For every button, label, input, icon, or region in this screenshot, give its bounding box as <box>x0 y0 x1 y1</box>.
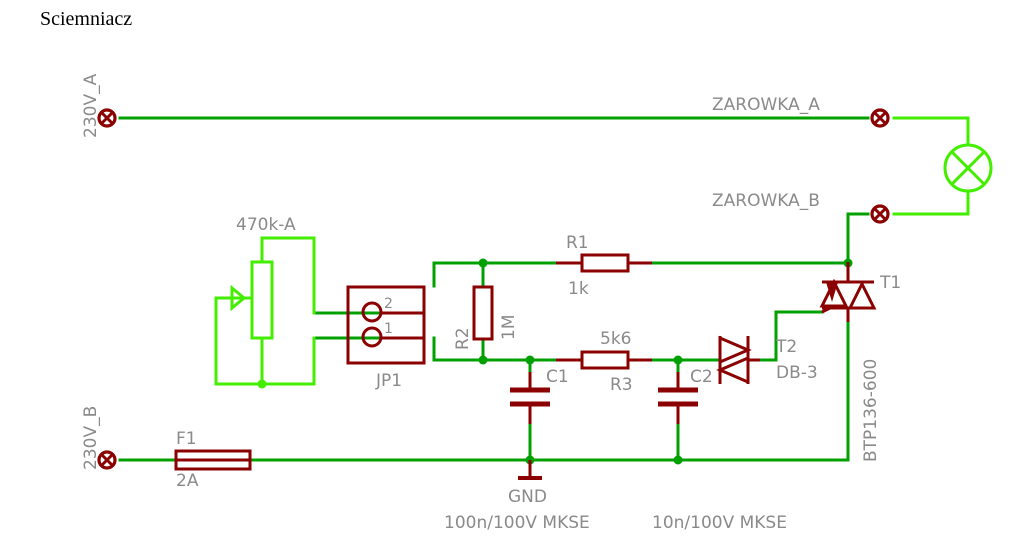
label-zarowka-a: ZAROWKA_A <box>712 95 820 115</box>
label-230v-a: 230V_A <box>81 73 101 138</box>
wire-lamp-b <box>892 189 970 216</box>
label-t1-name: T1 <box>879 273 901 293</box>
pin-zarowka-a <box>870 108 890 128</box>
label-t2-name: T2 <box>775 337 797 357</box>
label-c1-name: C1 <box>546 367 569 387</box>
labels: 230V_A 230V_B ZAROWKA_A ZAROWKA_B 470k-A… <box>81 73 901 533</box>
pin-230v-b <box>97 450 117 470</box>
label-c2-name: C2 <box>690 367 713 387</box>
resistor-r3 <box>556 350 652 370</box>
wire-pot-wiper <box>214 296 264 386</box>
junction-dot <box>525 355 535 365</box>
label-r2-value: 1M <box>499 315 519 340</box>
label-pot: 470k-A <box>236 215 296 235</box>
wire-lamp-a <box>892 116 970 147</box>
fuse-f1 <box>174 449 252 471</box>
capacitor-c1 <box>510 372 550 424</box>
label-r1-name: R1 <box>566 233 589 253</box>
wire-pot-top <box>260 236 316 315</box>
label-jp1-name: JP1 <box>375 371 402 391</box>
pin-230v-a <box>97 108 117 128</box>
light-wires <box>214 116 970 386</box>
label-r1-value: 1k <box>568 279 589 299</box>
label-c2-value: 10n/100V MKSE <box>652 513 787 533</box>
potentiometer-symbol <box>230 260 274 340</box>
triac-t1 <box>819 262 877 322</box>
label-r3-name: R3 <box>610 375 633 395</box>
junction-dot <box>478 258 488 268</box>
lamp-symbol <box>943 143 993 193</box>
junction-dot <box>257 379 267 389</box>
label-c1-value: 100n/100V MKSE <box>444 513 590 533</box>
wire-r1-top-rail <box>432 261 584 288</box>
pin-zarowka-b <box>870 204 890 224</box>
resistor-r1 <box>556 253 652 273</box>
diac-t2 <box>716 335 760 385</box>
wire-fuse-to-t1-bottom <box>248 314 850 462</box>
junction-dot <box>478 355 488 365</box>
wire-zarowka-b-to-t1-top <box>846 212 870 284</box>
label-t2-value: DB-3 <box>776 363 818 383</box>
label-zarowka-b: ZAROWKA_B <box>712 191 820 211</box>
junction-dot <box>673 355 683 365</box>
label-jp1-pin2: 2 <box>384 296 393 312</box>
label-230v-b: 230V_B <box>81 406 101 470</box>
label-jp1-pin1: 1 <box>384 321 393 337</box>
jp1-connector-symbol <box>346 285 426 365</box>
junction-dot <box>673 455 683 465</box>
label-r3-value: 5k6 <box>600 329 631 349</box>
label-f1-name: F1 <box>176 429 197 449</box>
capacitor-c2 <box>658 372 698 424</box>
label-gnd: GND <box>508 487 547 507</box>
label-f1-value: 2A <box>176 471 199 491</box>
resistor-r2 <box>472 285 494 341</box>
gnd-symbol <box>518 460 542 480</box>
page-title: Sciemniacz <box>40 8 133 30</box>
label-t1-value: BTP136-600 <box>861 359 881 462</box>
wire-diac-to-gate <box>758 310 824 362</box>
label-r2-name: R2 <box>453 327 473 350</box>
wire-pot-bottom <box>260 336 316 386</box>
